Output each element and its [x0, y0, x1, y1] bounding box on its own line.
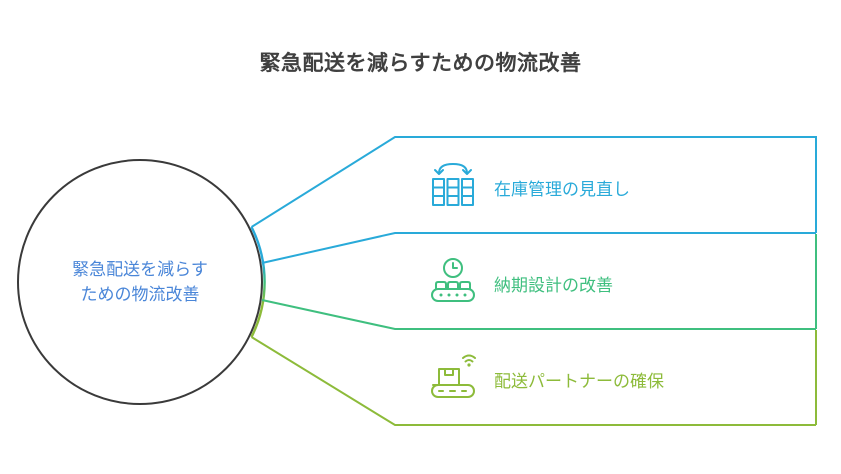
- item-box-3: [250, 330, 817, 426]
- clock-conveyor-icon: [431, 258, 475, 302]
- wireless-conveyor-box-icon: [431, 354, 476, 398]
- center-topic-line-1: 緊急配送を減らす: [72, 260, 208, 280]
- item-box-1: [250, 136, 817, 264]
- inventory-shelves-swap-icon: [432, 163, 474, 206]
- diagram-title: 緊急配送を減らすための物流改善: [259, 51, 582, 75]
- item-label-2: 納期設計の改善: [494, 276, 613, 296]
- item-box-2: [261, 234, 817, 330]
- center-topic: 緊急配送を減らす ための物流改善: [30, 258, 250, 308]
- center-topic-line-2: ための物流改善: [80, 285, 200, 305]
- center-circle-colored-arc: [250, 226, 266, 338]
- center-circle: [17, 159, 263, 405]
- item-label-1: 在庫管理の見直し: [494, 180, 630, 200]
- item-label-3: 配送パートナーの確保: [494, 372, 664, 392]
